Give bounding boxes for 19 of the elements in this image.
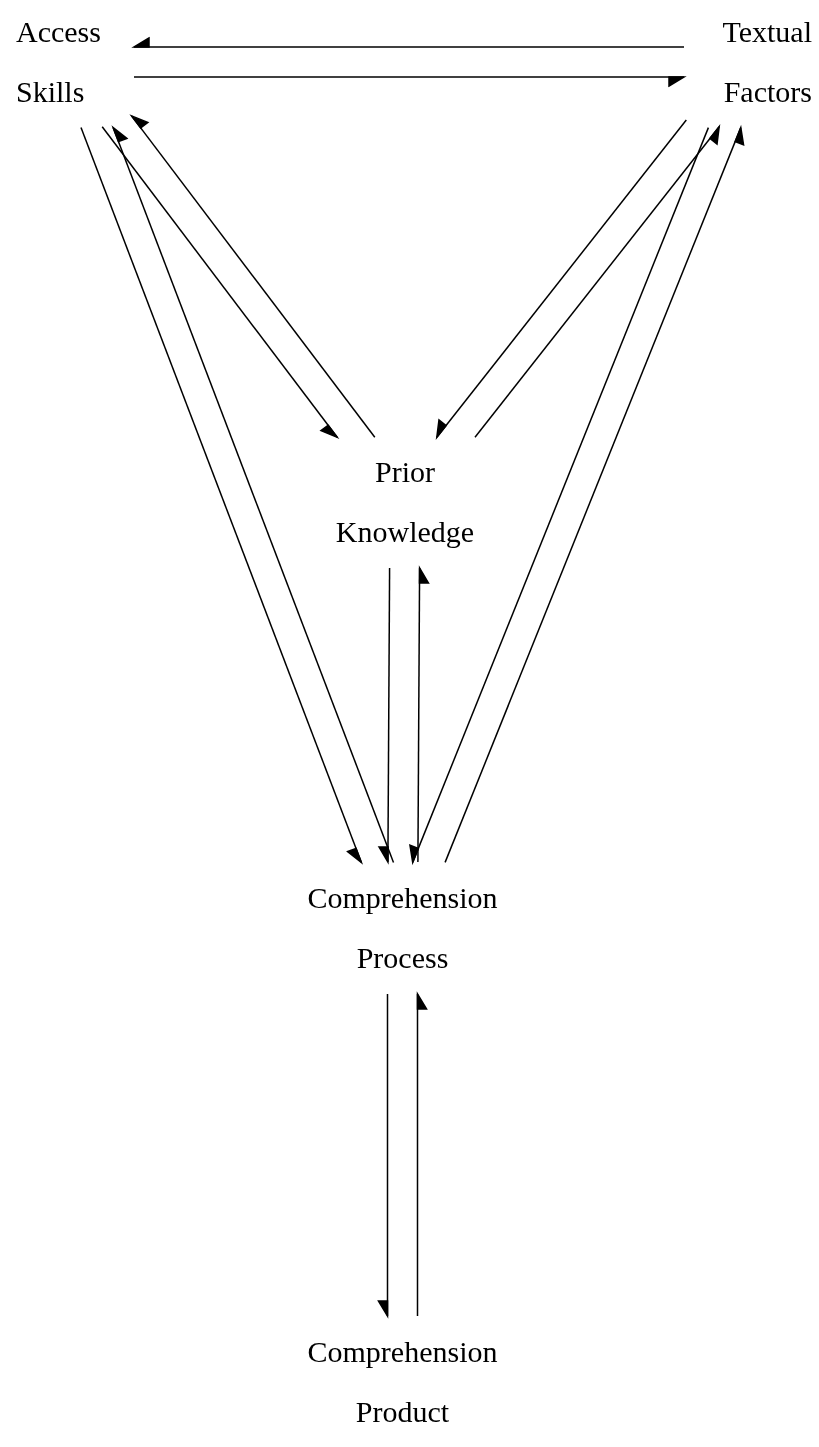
arrow [130, 115, 376, 438]
arrow [444, 126, 745, 864]
arrow [133, 37, 685, 48]
arrow [409, 126, 710, 864]
concept-label: Prior Knowledge [310, 442, 500, 562]
arrow [377, 993, 389, 1317]
concept-label: Textual Factors [690, 2, 812, 122]
arrow [474, 125, 720, 439]
concept-label: Comprehension Process [280, 868, 525, 988]
arrow [416, 993, 428, 1317]
concept-label: Comprehension Product [280, 1322, 525, 1442]
arrow [133, 76, 685, 87]
arrow [80, 126, 363, 864]
arrow [112, 126, 395, 864]
arrow [417, 567, 430, 863]
arrow [378, 567, 391, 863]
arrow [436, 119, 688, 439]
arrow [101, 126, 338, 438]
concept-label: Access Skills [16, 2, 128, 122]
